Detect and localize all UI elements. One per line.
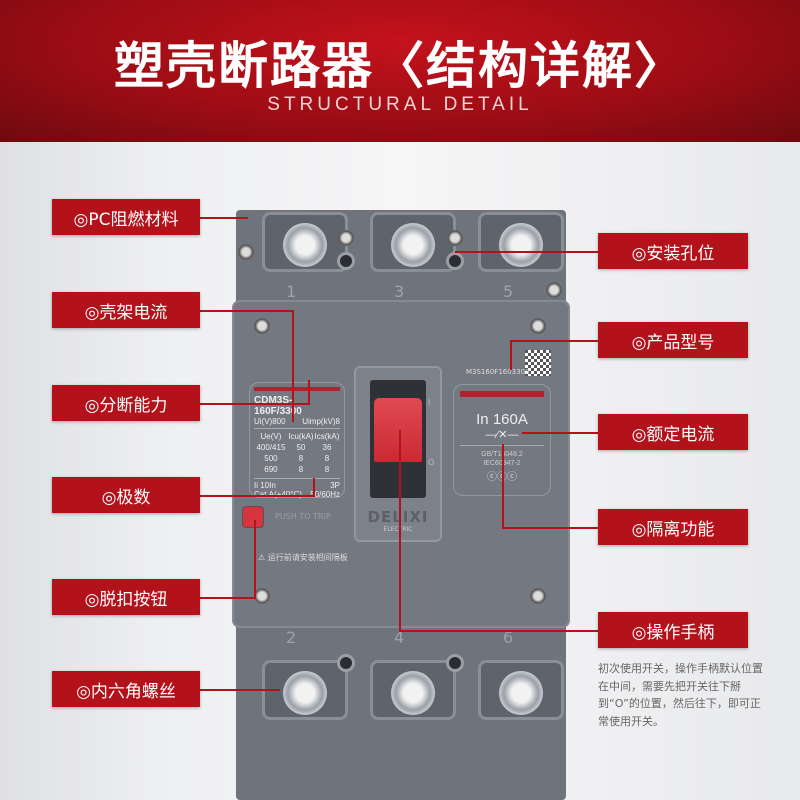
leader-line [292,310,294,422]
page-subtitle: STRUCTURAL DETAIL [267,94,533,115]
qr-code [525,350,551,376]
leader-line [522,432,598,434]
pole-number: 6 [503,628,514,647]
leader-line [200,217,248,219]
label-breaking-capacity: ◎分断能力 [52,385,200,421]
leader-line [200,310,294,312]
label-hex-screw: ◎内六角螺丝 [52,671,200,707]
spec-text: 50 [296,443,306,452]
spec-text: Icu(kA) [288,432,314,441]
usage-note: 初次使用开关，操作手柄默认位置在中间，需要先把开关往下掰到“O”的位置，然后往下… [598,662,763,728]
page-title: 塑壳断路器〈结构详解〉 [114,37,686,95]
leader-line [455,251,598,253]
hex-screw-icon [391,671,435,715]
screw-icon [338,230,354,246]
spec-plate: CDM3S-160F/3300 Ui(V)800 Uimp(kV)8 Ue(V) I… [249,382,345,499]
label-model: ◎产品型号 [598,322,748,358]
terminal [478,660,564,720]
spec-text: 690 [264,465,278,474]
pole-number: 2 [286,628,297,647]
screw-icon [530,588,546,604]
leader-line [200,689,280,691]
screw-icon [530,318,546,334]
label-handle: ◎操作手柄 [598,612,748,648]
mounting-hole [446,252,464,270]
mounting-hole [337,252,355,270]
brand-logo: DELIXI [367,508,429,526]
operating-handle[interactable] [374,398,422,462]
screw-icon [447,230,463,246]
leader-line [308,380,310,404]
serial-number: M3S160F1603300 [466,368,530,376]
leader-line [200,495,315,497]
spec-text: 8 [298,465,304,474]
spec-text: 8 [324,454,330,463]
hex-screw-icon [391,223,435,267]
leader-line [502,444,504,529]
mounting-hole [337,654,355,672]
header-banner: 塑壳断路器〈结构详解〉 STRUCTURAL DETAIL [0,0,800,142]
on-mark: I [428,398,431,407]
label-poles: ◎极数 [52,477,200,513]
spec-text: 8 [298,454,304,463]
terminal [262,212,348,272]
off-mark: O [428,458,435,467]
spec-text: Ui(V)800 [254,417,286,426]
rated-current: In 160A [476,411,528,428]
model-number: CDM3S-160F/3300 [254,395,302,417]
pole-number: 3 [394,282,405,301]
leader-line [200,597,256,599]
hex-screw-icon [283,223,327,267]
spec-text: Uimp(kV)8 [302,417,340,426]
pole-number: 1 [286,282,297,301]
warning-label: 运行前请安装相间隔板 [267,553,348,562]
label-isolation: ◎隔离功能 [598,509,748,545]
leader-line [510,340,512,370]
leader-line [510,340,598,342]
spec-text: 8 [324,465,330,474]
pole-number: 4 [394,628,405,647]
spec-text: Ics(kA) [314,432,340,441]
spec-text: 3P [330,481,340,490]
screw-icon [254,318,270,334]
terminal [478,212,564,272]
spec-text: 400/415 [256,443,286,452]
terminal [370,660,456,720]
pole-number: 5 [503,282,514,301]
screw-icon [238,244,254,260]
leader-line [400,630,598,632]
hex-screw-icon [499,223,543,267]
standard: IEC60947-2 [460,459,544,468]
brand-sub: ELECTRIC [383,526,413,533]
label-rated-current: ◎额定电流 [598,414,748,450]
hex-screw-icon [499,671,543,715]
leader-line [200,403,310,405]
terminal [370,212,456,272]
leader-line [504,527,598,529]
mounting-hole [446,654,464,672]
label-mounting-hole: ◎安装孔位 [598,233,748,269]
hex-screw-icon [283,671,327,715]
spec-text: 36 [322,443,332,452]
warning-icon: ⚠ [258,553,268,562]
trip-button[interactable] [242,506,264,528]
push-to-trip-label: PUSH TO TRIP [275,512,331,521]
leader-line [313,478,315,496]
spec-text: Ue(V) [260,432,282,441]
standard: GB/T14048.2 [460,450,544,459]
spec-text: Cat.A(+40°C) [254,490,302,499]
spec-text: 500 [264,454,278,463]
label-trip-button: ◎脱扣按钮 [52,579,200,615]
spec-text: Ii 10In [254,481,276,490]
leader-line [254,520,256,598]
label-pc-material: ◎PC阻燃材料 [52,199,200,235]
label-frame-current: ◎壳架电流 [52,292,200,328]
warning-text: ⚠ 运行前请安装相间隔板 [258,552,348,563]
screw-icon [254,588,270,604]
screw-icon [546,282,562,298]
leader-line [399,430,401,632]
handle-housing: I O DELIXI ELECTRIC [354,366,442,542]
isolation-symbol-icon: —⁄✕— [485,429,519,441]
spec-text: 50/60Hz [310,490,340,499]
